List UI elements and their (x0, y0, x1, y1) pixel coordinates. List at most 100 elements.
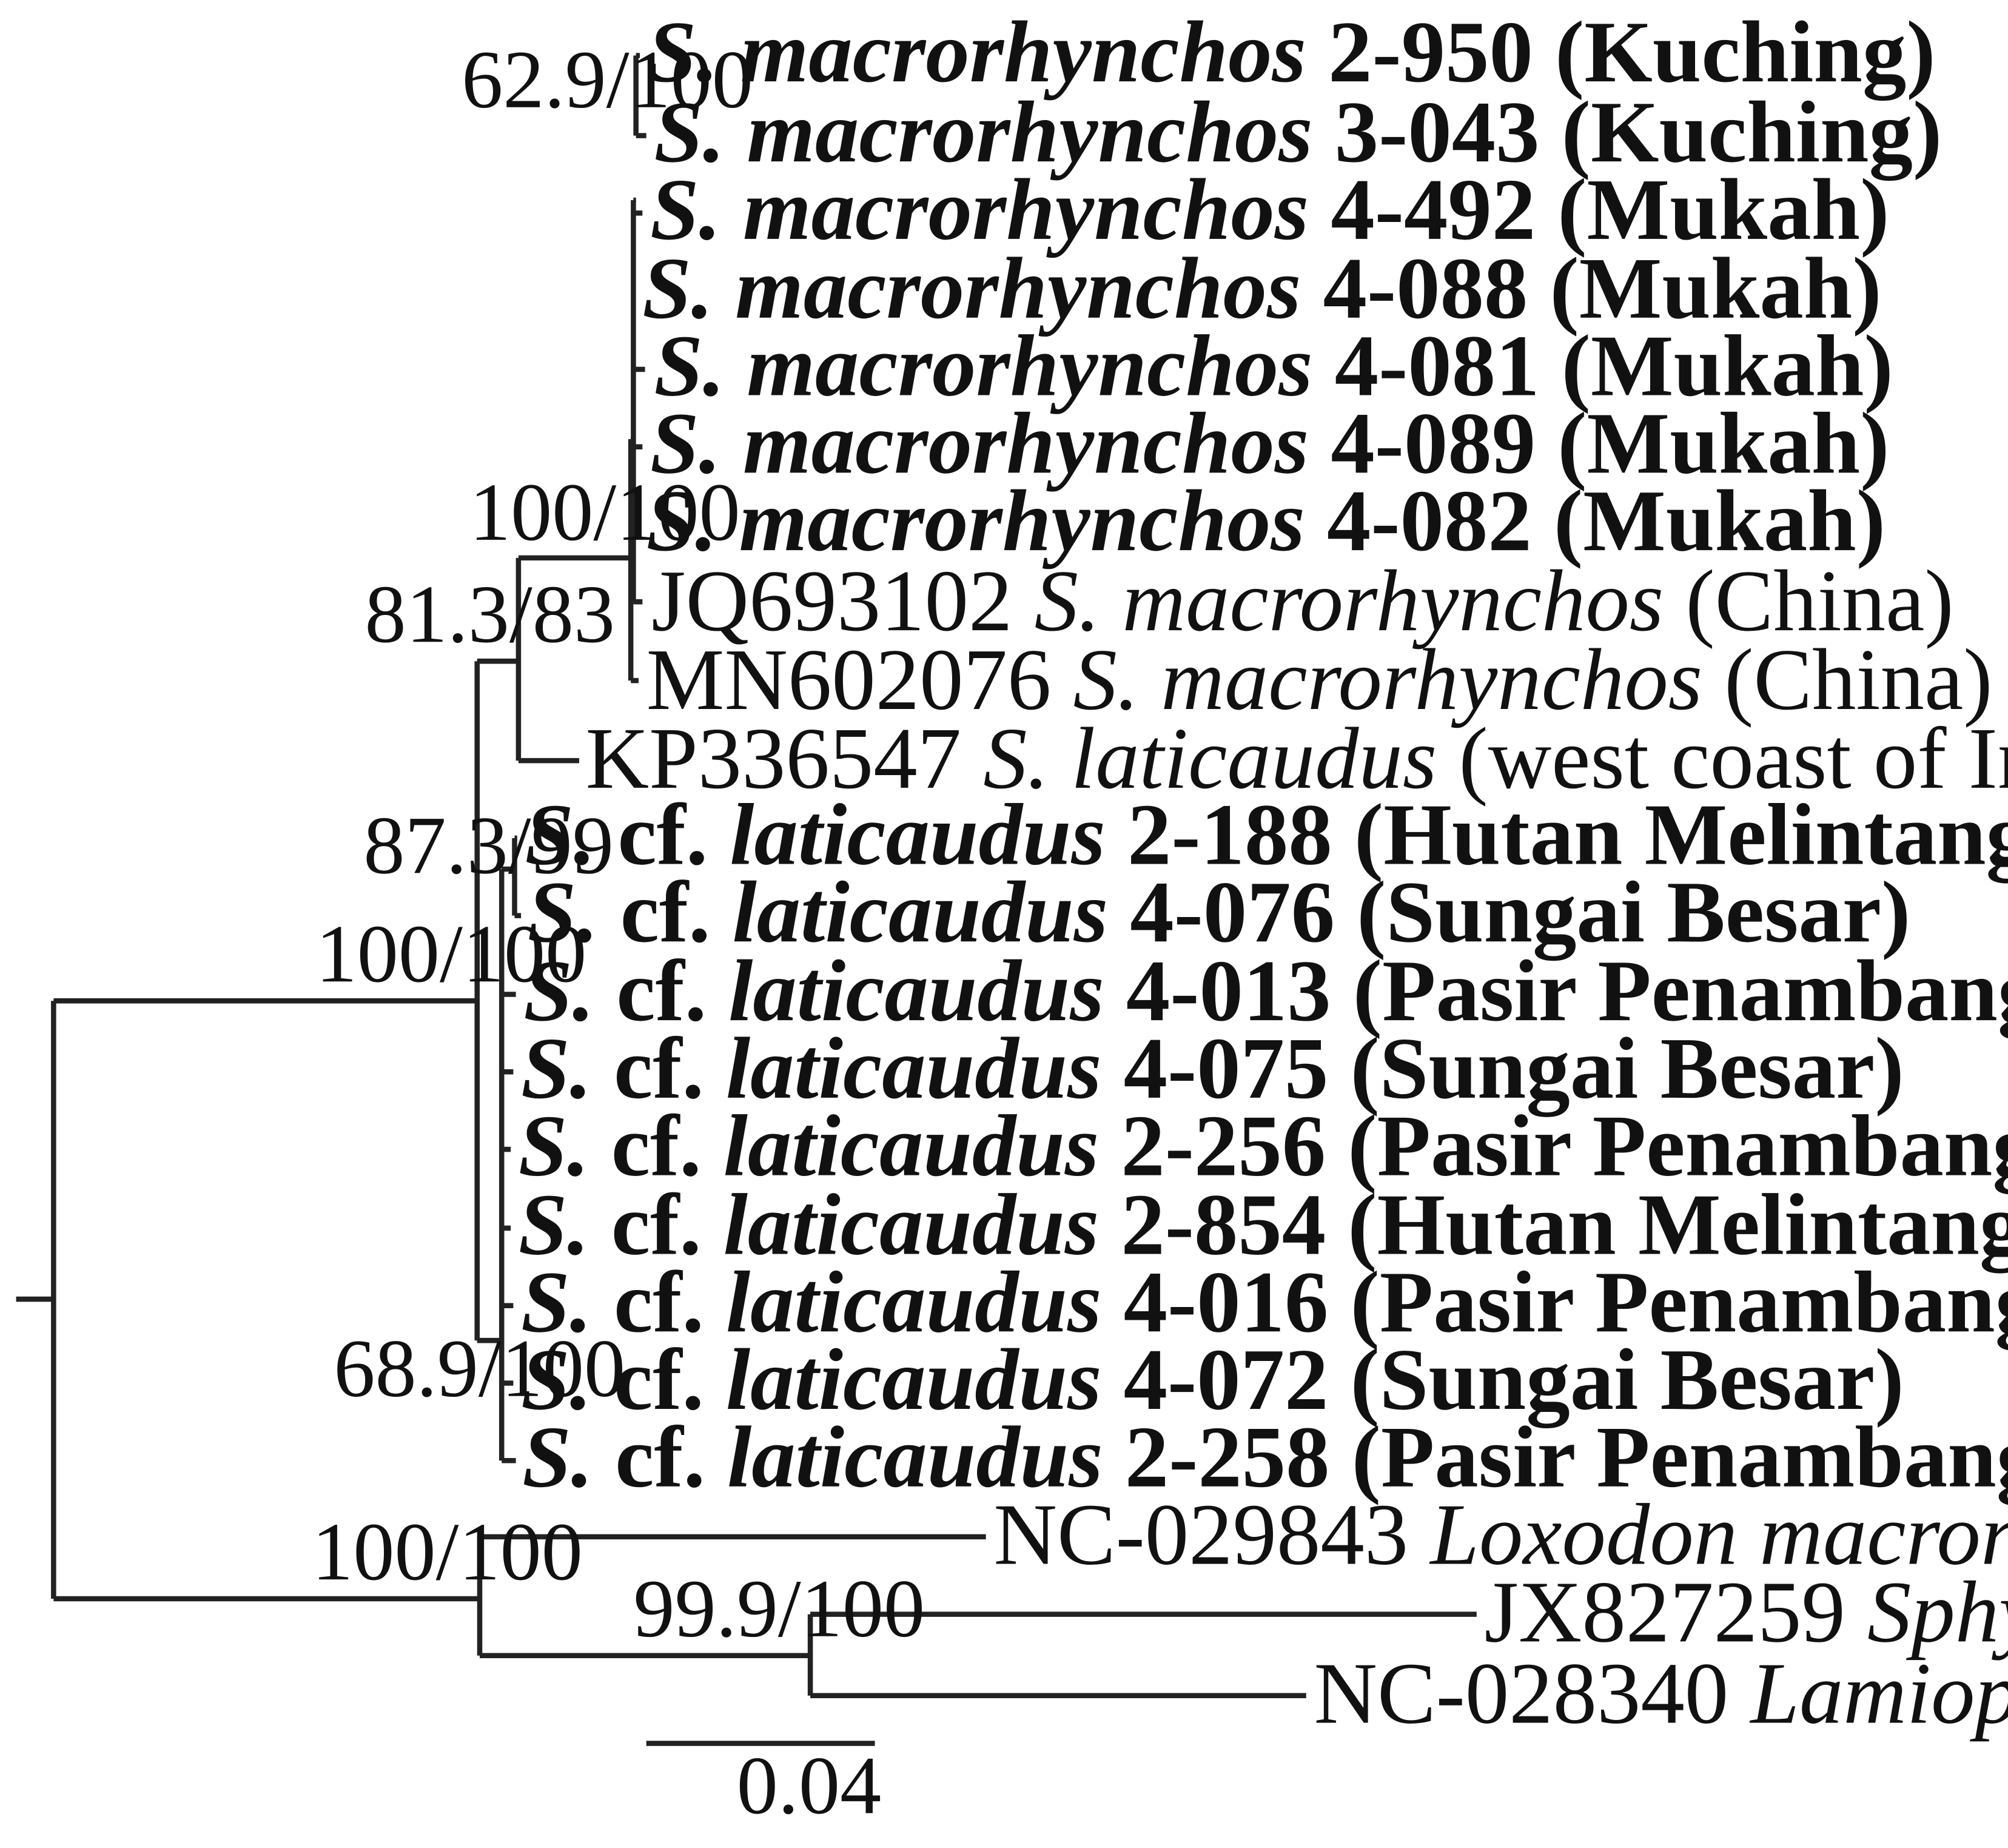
taxon-label: S. cf. laticaudus 4-072 (Sungai Besar) (521, 1331, 1904, 1428)
taxon-text: 4-089 (Mukah) (1309, 395, 1889, 492)
taxon-name-italic: S. (519, 1177, 589, 1274)
taxon-label: JQ693102 S. macrorhynchos (China) (651, 553, 1953, 650)
taxon-text: 4-075 (Sungai Besar) (1101, 1020, 1904, 1117)
taxon-label: S. macrorhynchos 4-082 (Mukah) (646, 472, 1885, 570)
taxon-text: 4-492 (Mukah) (1309, 161, 1889, 258)
taxon-name-italic: S. macrorhynchos (654, 318, 1312, 415)
taxon-text: cf. (592, 1254, 726, 1351)
taxon-text: 4-016 (Pasir Penambang) (1101, 1254, 2008, 1351)
support-value: 68.9/100 (334, 1323, 625, 1414)
taxon-name-italic: S. (521, 1331, 592, 1428)
scale-bar: 0.04 (646, 1741, 881, 1832)
taxon-name-italic: S. laticaudus (983, 710, 1437, 807)
taxon-name-italic: S. (521, 1020, 592, 1117)
taxon-name-italic: laticaudus (724, 1177, 1100, 1274)
taxon-name-italic: S. macrorhynchos (1035, 553, 1664, 650)
scale-bar-label: 0.04 (737, 1741, 881, 1832)
taxon-text: NC-028340 (1314, 1645, 1751, 1742)
taxon-name-italic: S. (519, 1098, 589, 1195)
taxon-label: S. cf. laticaudus 4-076 (Sungai Besar) (528, 864, 1910, 961)
taxon-name-italic: S. (525, 786, 596, 883)
support-value: 100/100 (312, 1507, 583, 1598)
taxon-label: S. cf. laticaudus 4-016 (Pasir Penambang… (521, 1254, 2008, 1351)
taxon-name-italic: laticaudus (733, 864, 1108, 961)
taxon-text: 4-072 (Sungai Besar) (1101, 1331, 1904, 1428)
taxon-label: S. macrorhynchos 4-089 (Mukah) (650, 395, 1889, 492)
taxon-label: S. macrorhynchos 4-081 (Mukah) (654, 318, 1893, 415)
taxon-text: 2-256 (Pasir Penambang) (1099, 1098, 2008, 1195)
taxon-name-italic: S. macrorhynchos (654, 84, 1312, 181)
taxon-text: 3-043 (Kuching) (1313, 84, 1943, 181)
taxon-text: 2-258 (Pasir Penambang) (1103, 1409, 2008, 1506)
taxon-name-italic: S. macrorhynchos (1073, 631, 1703, 728)
taxon-text: (west coast of India) (1437, 710, 2008, 807)
taxon-text: cf. (596, 786, 730, 883)
support-value: 100/100 (316, 909, 587, 1000)
taxon-text: cf. (592, 1020, 726, 1117)
taxon-name-italic: laticaudus (724, 1098, 1100, 1195)
taxon-name-italic: S. (521, 1254, 592, 1351)
taxon-name-italic: Loxodon macrorhinus (1429, 1487, 2008, 1584)
taxon-label: S. cf. laticaudus 2-188 (Hutan Melintang… (525, 786, 2008, 883)
taxon-name-italic: S. macrorhynchos (648, 4, 1306, 101)
taxon-text: NC-029843 (993, 1487, 1430, 1584)
taxon-text: 2-188 (Hutan Melintang) (1106, 786, 2008, 883)
taxon-label: JX827259 Sphyrna lewini (1485, 1564, 2008, 1661)
taxon-text: cf. (592, 1331, 726, 1428)
taxon-label: KP336547 S. laticaudus (west coast of In… (586, 710, 2008, 807)
taxon-label: S. macrorhynchos 4-492 (Mukah) (650, 161, 1889, 258)
taxon-name-italic: S. macrorhynchos (646, 472, 1305, 570)
taxon-text: KP336547 (586, 710, 984, 807)
taxon-text: MN602076 (646, 631, 1073, 728)
support-value: 62.9/100 (462, 35, 753, 126)
taxon-text: 4-076 (Sungai Besar) (1108, 864, 1910, 961)
taxon-text: cf. (589, 1098, 724, 1195)
taxon-label: NC-028340 Lamiopsis tephrodes (1314, 1645, 2008, 1742)
support-value: 87.3/99 (363, 800, 614, 891)
taxon-name-italic: laticaudus (728, 942, 1104, 1040)
taxon-name-italic: laticaudus (726, 1331, 1102, 1428)
taxon-text: JQ693102 (651, 553, 1034, 650)
taxon-label: NC-029843 Loxodon macrorhinus (993, 1487, 2008, 1584)
taxon-text: JX827259 (1485, 1564, 1867, 1661)
taxon-name-italic: laticaudus (727, 1409, 1103, 1506)
taxon-label: S. macrorhynchos 4-088 (Mukah) (642, 240, 1881, 337)
taxon-name-italic: S. (523, 942, 594, 1040)
taxon-name-italic: S. macrorhynchos (642, 240, 1301, 337)
taxon-name-italic: S. (522, 1409, 593, 1506)
taxon-label: MN602076 S. macrorhynchos (China) (646, 631, 1993, 728)
taxon-label: S. cf. laticaudus 4-075 (Sungai Besar) (521, 1020, 1904, 1117)
taxon-label: S. macrorhynchos 2-950 (Kuching) (648, 4, 1936, 101)
taxon-name-italic: S. (528, 864, 599, 961)
taxon-name-italic: laticaudus (726, 1254, 1102, 1351)
taxon-labels: S. macrorhynchos 2-950 (Kuching) S. macr… (519, 4, 2008, 1742)
taxon-text: cf. (599, 864, 733, 961)
support-value: 81.3/83 (365, 569, 616, 660)
taxon-name-italic: S. macrorhynchos (650, 395, 1309, 492)
taxon-name-italic: Lamiopsis tephrodes (1749, 1645, 2008, 1742)
taxon-text: 4-088 (Mukah) (1301, 240, 1881, 337)
taxon-text: cf. (589, 1177, 724, 1274)
taxon-label: S. cf. laticaudus 2-258 (Pasir Penambang… (522, 1409, 2008, 1506)
taxon-label: S. cf. laticaudus 2-256 (Pasir Penambang… (519, 1098, 2008, 1195)
taxon-text: 4-082 (Mukah) (1305, 472, 1885, 570)
taxon-label: S. macrorhynchos 3-043 (Kuching) (654, 84, 1942, 181)
taxon-text: (China) (1664, 553, 1953, 650)
support-values: 62.9/100 100/100 81.3/83 87.3/99 100/100… (312, 35, 925, 1655)
taxon-label: S. cf. laticaudus 4-013 (Pasir Penambang… (523, 942, 2008, 1040)
taxon-text: 2-950 (Kuching) (1306, 4, 1936, 101)
taxon-text: cf. (593, 1409, 727, 1506)
tree-branches (16, 53, 1477, 1699)
taxon-text: 2-854 (Hutan Melintang) (1099, 1177, 2008, 1274)
taxon-text: 4-013 (Pasir Penambang) (1104, 942, 2008, 1040)
support-value: 100/100 (469, 467, 740, 558)
taxon-text: 4-081 (Mukah) (1313, 318, 1893, 415)
taxon-name-italic: S. macrorhynchos (650, 161, 1309, 258)
taxon-name-italic: laticaudus (730, 786, 1106, 883)
taxon-name-italic: laticaudus (726, 1020, 1102, 1117)
taxon-text: cf. (594, 942, 728, 1040)
taxon-label: S. cf. laticaudus 2-854 (Hutan Melintang… (519, 1177, 2008, 1274)
support-value: 99.9/100 (633, 1564, 925, 1655)
taxon-text: (China) (1702, 631, 1992, 728)
